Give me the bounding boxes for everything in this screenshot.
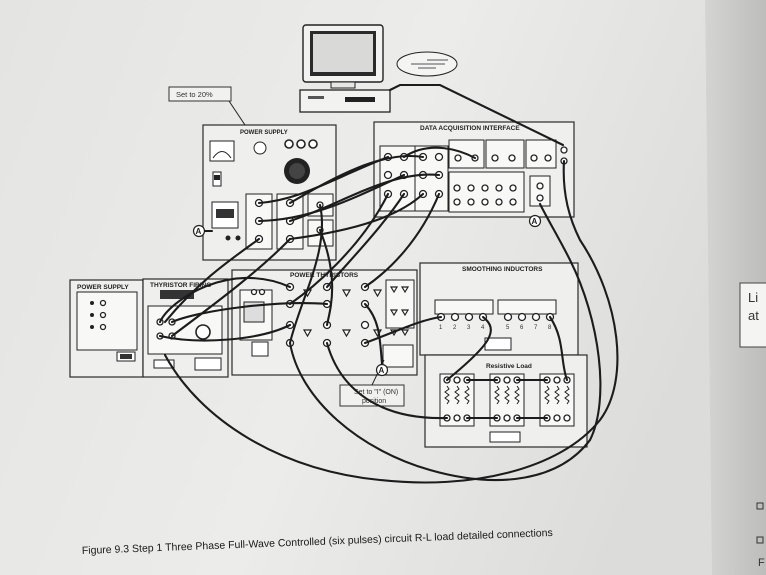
- inductor-number: 7: [534, 325, 538, 331]
- inductor-number: 1: [439, 325, 443, 331]
- computer-icon: [299, 24, 391, 113]
- inductor-number: 2: [453, 325, 457, 331]
- next-page-text-1: Li: [748, 290, 758, 305]
- ammeter-letter: A: [532, 217, 538, 226]
- next-page-edge: [705, 0, 766, 575]
- power-supply-left-module: POWER SUPPLY: [69, 279, 144, 378]
- ammeter-symbol: A: [192, 224, 206, 238]
- power-supply-top-label: POWER SUPPLY: [240, 130, 288, 136]
- inductor-number: 4: [481, 325, 485, 331]
- next-page-text-2: at: [748, 308, 759, 323]
- ammeter-letter: A: [379, 366, 385, 375]
- next-page-text-3: F: [758, 557, 765, 569]
- next-page-box: [739, 282, 766, 348]
- callout-set-to-20-text: Set to 20%: [176, 90, 213, 99]
- inductor-numbers: 1 2 3 4 5 6 7 8: [439, 325, 552, 331]
- inductor-number: 5: [506, 325, 510, 331]
- resistive-load-jacks: [443, 376, 571, 422]
- checkbox-1: [756, 502, 764, 510]
- thyristor-firing-module: THYRISTOR FIRING: [142, 278, 229, 378]
- ammeter-symbol: A: [528, 214, 542, 228]
- power-supply-left-label: POWER SUPPLY: [77, 284, 129, 291]
- checkbox-2: [756, 536, 764, 544]
- callout-set-to-on-line-1: Set to "I" (ON): [354, 389, 398, 396]
- inductor-number: 3: [467, 325, 471, 331]
- smoothing-inductors-label: SMOOTHING INDUCTORS: [462, 266, 543, 273]
- inductor-number: 6: [520, 325, 524, 331]
- resistive-load-label: Resistive Load: [486, 363, 532, 370]
- connection-wires: [158, 83, 619, 484]
- ammeter-symbol: A: [375, 363, 389, 377]
- smoothing-inductors-module: SMOOTHING INDUCTORS: [419, 262, 579, 356]
- callout-set-to-on-line-2: position: [362, 398, 386, 405]
- ammeter-letter: A: [196, 227, 202, 236]
- power-thyristors-module: POWER THYRISTORS: [231, 269, 418, 376]
- data-acquisition-label: DATA ACQUISITION INTERFACE: [420, 125, 520, 132]
- resistor-symbols: [444, 385, 570, 405]
- inductor-number: 8: [548, 325, 552, 331]
- thyristor-firing-label: THYRISTOR FIRING: [150, 282, 211, 289]
- power-supply-top-module: POWER SUPPLY: [202, 124, 337, 261]
